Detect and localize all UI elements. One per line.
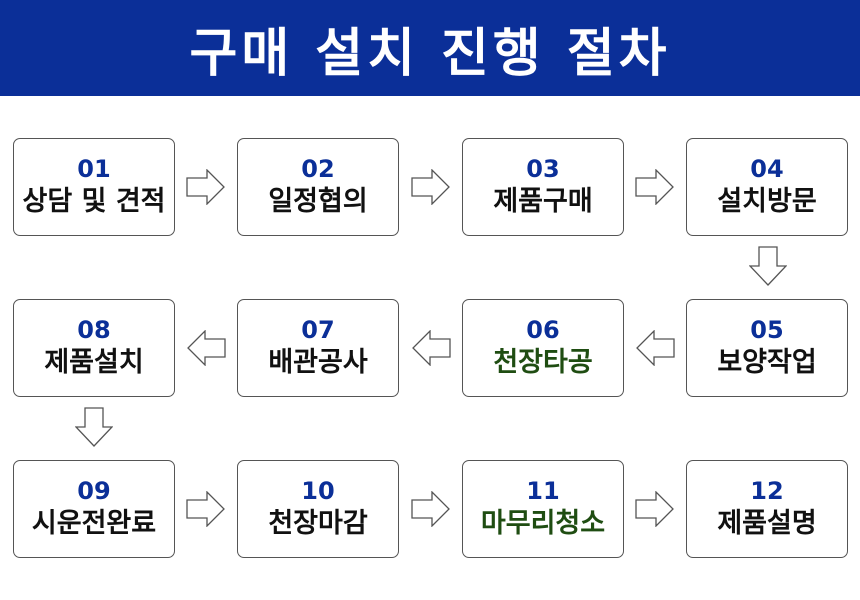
arrow-right-icon — [635, 491, 675, 527]
step-01: 01 상담 및 견적 — [13, 138, 175, 236]
step-label: 일정협의 — [268, 186, 368, 217]
step-label: 제품구매 — [493, 186, 593, 217]
step-09: 09 시운전완료 — [13, 460, 175, 558]
step-06: 06 천장타공 — [462, 299, 624, 397]
step-label: 천장타공 — [493, 347, 593, 378]
step-02: 02 일정협의 — [237, 138, 399, 236]
step-label: 제품설명 — [717, 508, 817, 539]
header-banner: 구매 설치 진행 절차 — [0, 0, 860, 96]
arrow-right-icon — [411, 169, 451, 205]
step-label: 시운전완료 — [31, 508, 157, 539]
step-label: 보양작업 — [717, 347, 817, 378]
arrow-right-icon — [186, 169, 226, 205]
step-label: 마무리청소 — [480, 508, 606, 539]
arrow-left-icon — [186, 330, 226, 366]
step-number: 11 — [526, 477, 560, 505]
step-number: 03 — [526, 155, 560, 183]
step-number: 10 — [301, 477, 335, 505]
step-12: 12 제품설명 — [686, 460, 848, 558]
step-number: 12 — [750, 477, 784, 505]
page-title: 구매 설치 진행 절차 — [189, 23, 671, 84]
arrow-right-icon — [186, 491, 226, 527]
arrow-down-icon — [75, 407, 113, 447]
step-number: 01 — [77, 155, 111, 183]
step-number: 02 — [301, 155, 335, 183]
step-label: 설치방문 — [717, 186, 817, 217]
arrow-right-icon — [411, 491, 451, 527]
step-08: 08 제품설치 — [13, 299, 175, 397]
step-label: 배관공사 — [268, 347, 368, 378]
step-number: 05 — [750, 316, 784, 344]
step-05: 05 보양작업 — [686, 299, 848, 397]
step-number: 04 — [750, 155, 784, 183]
step-number: 09 — [77, 477, 111, 505]
step-label: 천장마감 — [268, 508, 368, 539]
step-number: 06 — [526, 316, 560, 344]
step-number: 08 — [77, 316, 111, 344]
arrow-left-icon — [411, 330, 451, 366]
step-10: 10 천장마감 — [237, 460, 399, 558]
step-11: 11 마무리청소 — [462, 460, 624, 558]
step-04: 04 설치방문 — [686, 138, 848, 236]
arrow-down-icon — [749, 246, 787, 286]
step-number: 07 — [301, 316, 335, 344]
step-label: 상담 및 견적 — [22, 186, 166, 217]
arrow-left-icon — [635, 330, 675, 366]
arrow-right-icon — [635, 169, 675, 205]
step-03: 03 제품구매 — [462, 138, 624, 236]
step-07: 07 배관공사 — [237, 299, 399, 397]
step-label: 제품설치 — [44, 347, 144, 378]
